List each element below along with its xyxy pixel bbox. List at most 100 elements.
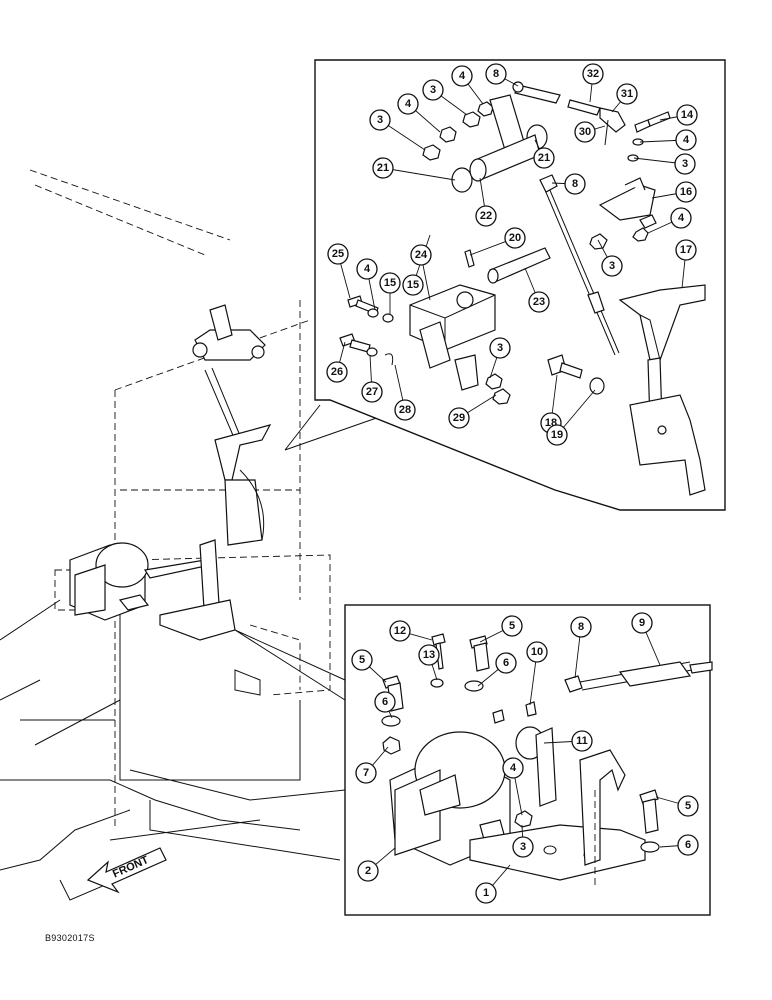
callout-number: 4 xyxy=(405,98,412,110)
callout-28: 28 xyxy=(394,399,416,421)
callout-circle xyxy=(676,104,698,126)
callout-number: 4 xyxy=(459,70,466,82)
callout-8: 8 xyxy=(485,63,507,85)
callout-21: 21 xyxy=(372,157,394,179)
callout-number: 3 xyxy=(520,841,526,853)
callout-circle xyxy=(601,255,623,277)
callout-circle xyxy=(326,361,348,383)
callout-circle xyxy=(512,836,534,858)
callout-4: 4 xyxy=(451,65,473,87)
callout-27: 27 xyxy=(361,381,383,403)
callout-number: 19 xyxy=(551,429,563,441)
callout-17: 17 xyxy=(675,239,697,261)
callout-circle xyxy=(570,616,592,638)
callout-number: 13 xyxy=(423,649,435,661)
callout-number: 3 xyxy=(430,84,436,96)
callout-number: 8 xyxy=(572,178,578,190)
callout-circle xyxy=(394,399,416,421)
callout-24: 24 xyxy=(410,244,432,266)
callout-4: 4 xyxy=(502,757,524,779)
callout-circle xyxy=(361,381,383,403)
callout-5: 5 xyxy=(351,649,373,671)
callout-22: 22 xyxy=(475,205,497,227)
callout-number: 8 xyxy=(493,68,499,80)
callout-4: 4 xyxy=(397,93,419,115)
callout-9: 9 xyxy=(631,612,653,634)
callout-leader-line xyxy=(382,167,456,181)
callout-number: 10 xyxy=(531,646,543,658)
callout-15: 15 xyxy=(402,274,424,296)
callout-circle xyxy=(418,644,440,666)
callout-circle xyxy=(574,121,596,143)
callout-25: 25 xyxy=(327,243,349,265)
callout-number: 32 xyxy=(587,68,599,80)
callout-number: 7 xyxy=(363,767,369,779)
callout-circle xyxy=(546,424,568,446)
callout-circle xyxy=(327,243,349,265)
callout-circle xyxy=(631,612,653,634)
callout-number: 26 xyxy=(331,366,343,378)
callout-number: 24 xyxy=(415,249,428,261)
callout-32: 32 xyxy=(582,63,604,85)
callout-number: 1 xyxy=(483,887,489,899)
callout-circle xyxy=(677,834,699,856)
callout-number: 30 xyxy=(579,126,591,138)
callout-circle xyxy=(533,147,555,169)
callout-number: 15 xyxy=(407,279,419,291)
callout-circle xyxy=(502,757,524,779)
callout-number: 6 xyxy=(503,657,509,669)
callout-circle xyxy=(564,173,586,195)
callout-5: 5 xyxy=(501,615,523,637)
callout-circle xyxy=(674,153,696,175)
callout-number: 23 xyxy=(533,296,545,308)
callout-number: 9 xyxy=(639,617,645,629)
callout-number: 22 xyxy=(480,210,492,222)
callout-number: 4 xyxy=(364,263,371,275)
front-arrow: FRONT xyxy=(86,847,167,894)
callout-8: 8 xyxy=(564,173,586,195)
callout-number: 4 xyxy=(510,762,517,774)
callout-circle xyxy=(374,691,396,713)
callout-number: 3 xyxy=(497,342,503,354)
callout-number: 17 xyxy=(680,244,692,256)
callout-circle xyxy=(475,205,497,227)
callout-circle xyxy=(677,795,699,817)
callout-19: 19 xyxy=(546,424,568,446)
callout-1: 1 xyxy=(475,882,497,904)
drawing-code: B9302017S xyxy=(45,933,95,943)
callout-3: 3 xyxy=(674,153,696,175)
callout-15: 15 xyxy=(379,272,401,294)
callout-number: 5 xyxy=(509,620,515,632)
callout-number: 5 xyxy=(685,800,691,812)
overview-linkage xyxy=(192,304,272,546)
callout-circle xyxy=(675,129,697,151)
callout-number: 5 xyxy=(359,654,365,666)
callout-circle xyxy=(402,274,424,296)
callout-circle xyxy=(451,65,473,87)
callout-number: 3 xyxy=(609,260,615,272)
callout-number: 27 xyxy=(366,386,378,398)
callout-number: 6 xyxy=(382,696,388,708)
callout-14: 14 xyxy=(676,104,698,126)
callout-8: 8 xyxy=(570,616,592,638)
callout-circle xyxy=(582,63,604,85)
callout-number: 25 xyxy=(332,248,344,260)
machine-outline xyxy=(0,169,346,901)
callout-circle xyxy=(475,882,497,904)
callout-circle xyxy=(351,649,373,671)
callout-circle xyxy=(675,239,697,261)
callout-number: 3 xyxy=(377,114,383,126)
lower-detail-frame xyxy=(344,604,713,916)
callout-number: 2 xyxy=(365,865,371,877)
callout-5: 5 xyxy=(677,795,699,817)
callout-3: 3 xyxy=(489,337,511,359)
callout-number: 11 xyxy=(576,735,588,747)
callout-3: 3 xyxy=(512,836,534,858)
upper-detail-frame xyxy=(314,59,726,511)
callout-29: 29 xyxy=(448,407,470,429)
callout-number: 21 xyxy=(538,152,550,164)
callout-circle xyxy=(501,615,523,637)
callout-31: 31 xyxy=(616,83,638,105)
callout-4: 4 xyxy=(675,129,697,151)
